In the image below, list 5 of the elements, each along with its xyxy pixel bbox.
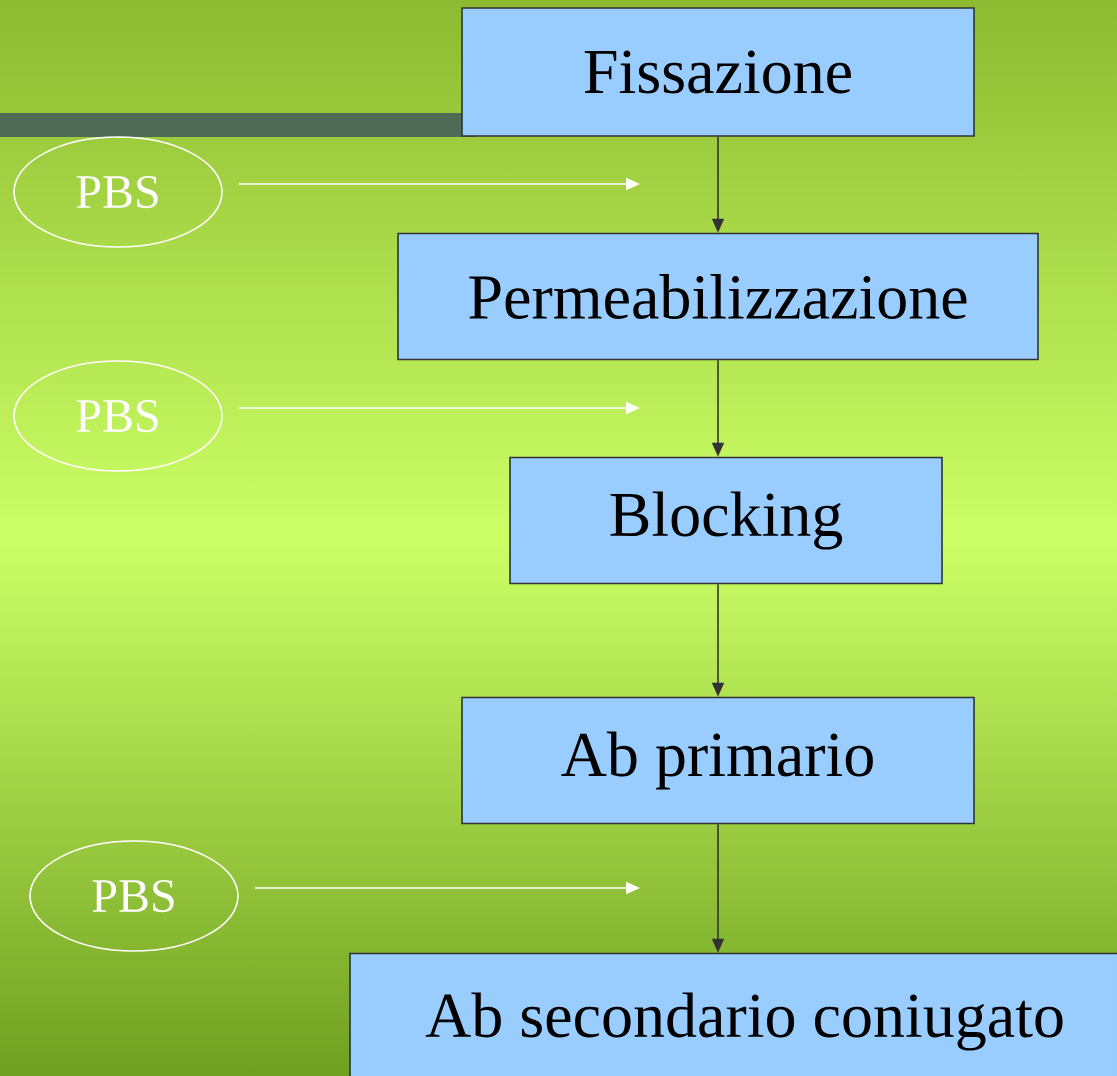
step-box: Ab secondario coniugato	[349, 952, 1117, 1076]
step-box: Blocking	[509, 456, 943, 585]
step-box: Permeabilizzazione	[397, 232, 1039, 361]
step-box: Ab primario	[461, 696, 975, 825]
step-box: Fissazione	[461, 7, 975, 137]
